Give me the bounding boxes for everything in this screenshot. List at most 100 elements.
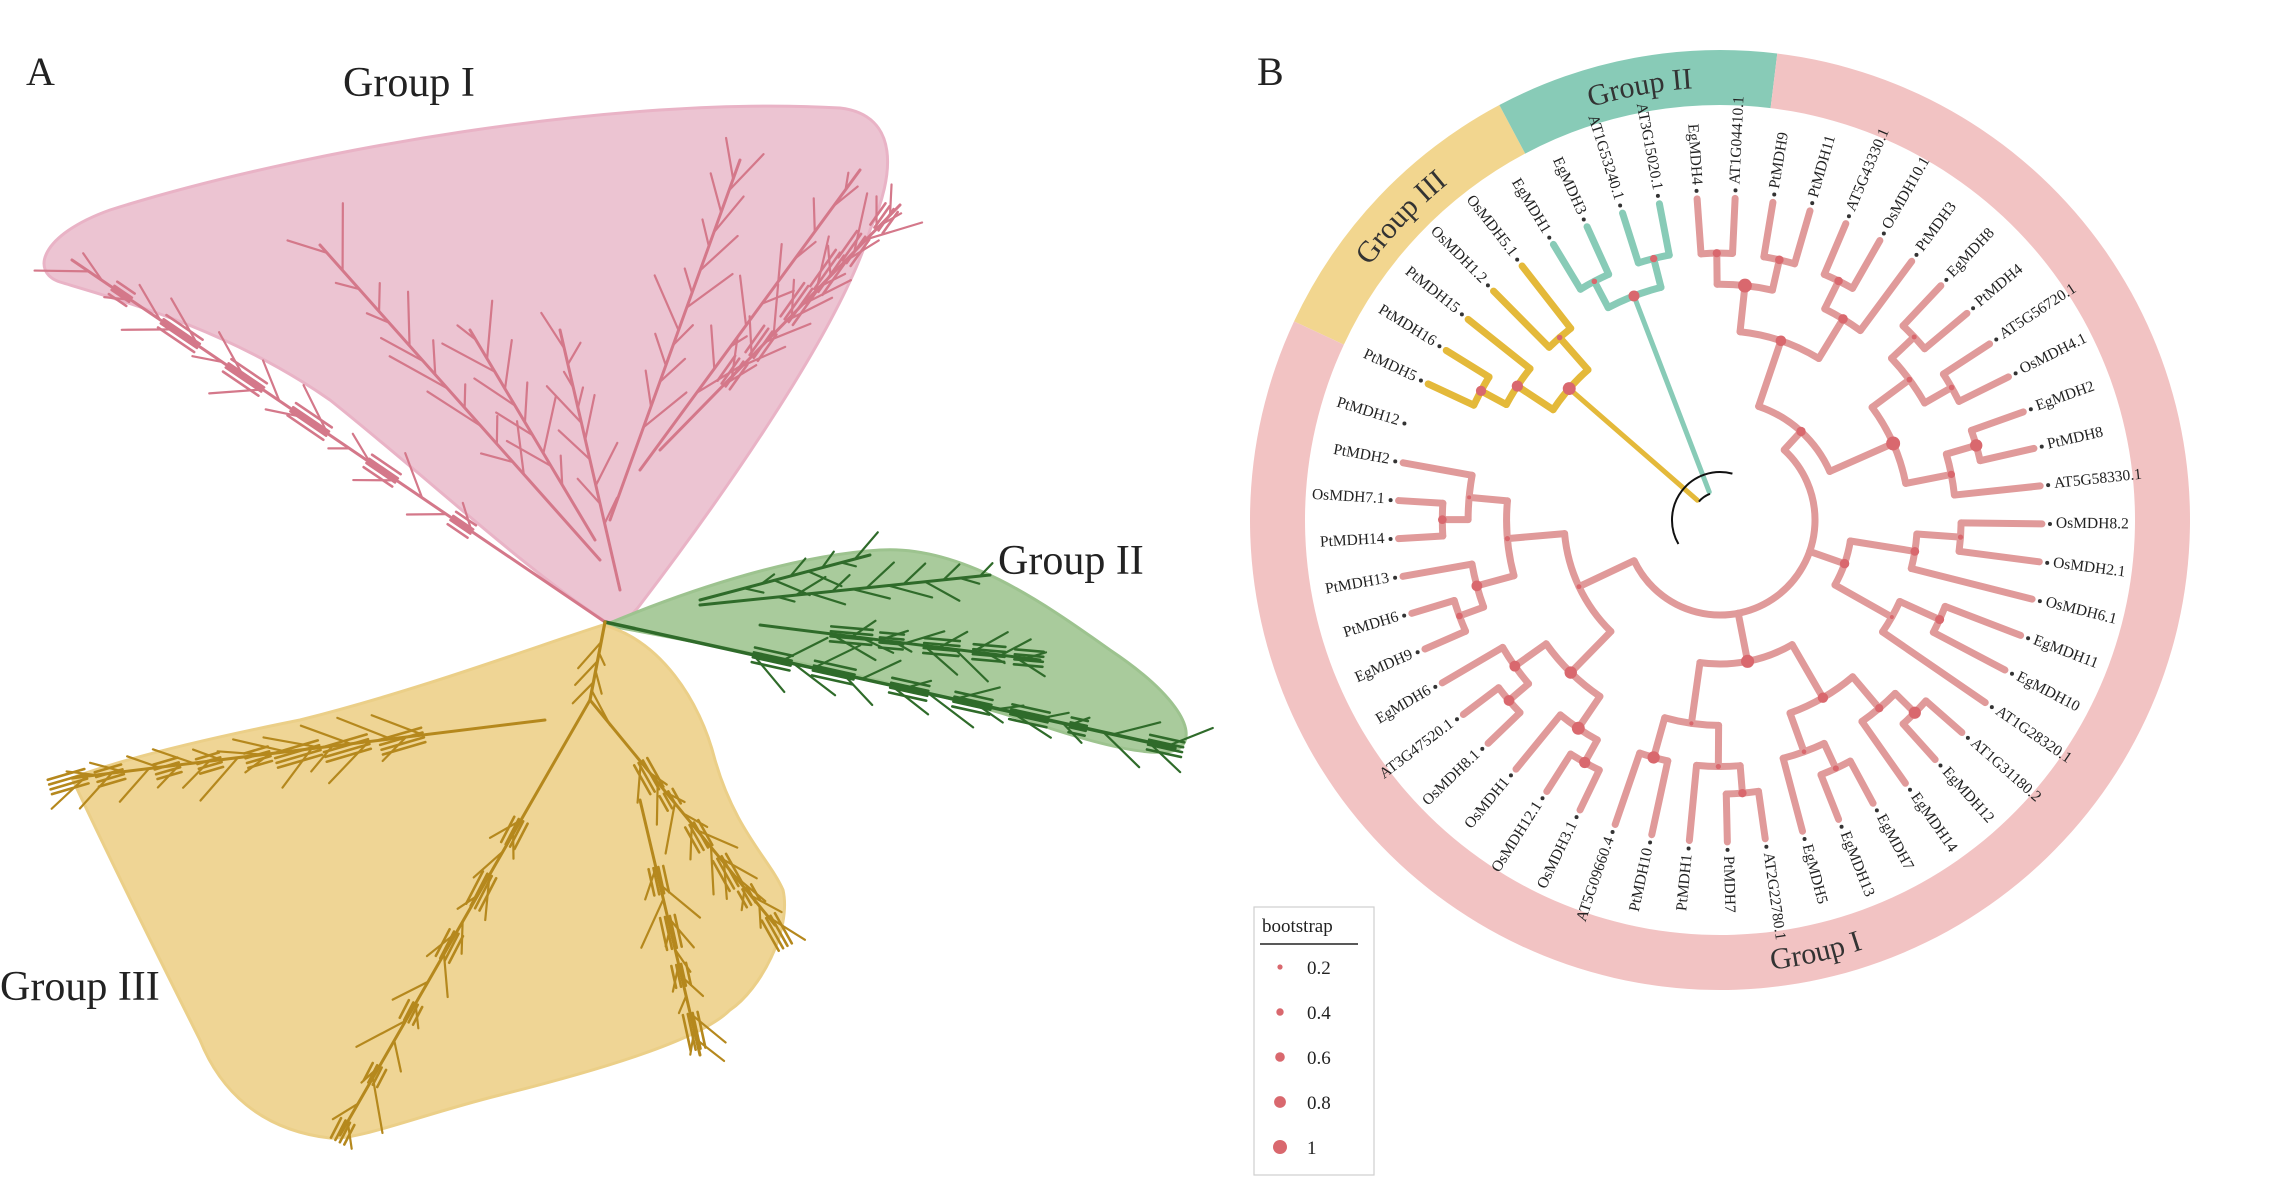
group3-twig: [640, 898, 665, 949]
group3-leaf: [469, 872, 489, 908]
group1-branch: [1438, 643, 1507, 687]
group3-twig: [151, 748, 195, 765]
group1-leaf: [873, 204, 891, 229]
panel-b-circular-tree: B Group III Group II Group I PtMDH5PtMDH…: [1250, 49, 2190, 1176]
bootstrap-node: [1775, 255, 1784, 265]
group1-branch: [1907, 565, 2036, 603]
group1-twig: [819, 272, 847, 288]
leaf-tip: [1881, 231, 1886, 236]
bootstrap-node: [1908, 706, 1921, 719]
group2-leaf: [1147, 738, 1185, 749]
group1-branch: [1913, 530, 1965, 541]
group3-twig: [281, 747, 313, 789]
group2-twig: [887, 584, 934, 599]
group2-twig: [922, 644, 959, 676]
group1-twig: [812, 197, 816, 233]
circular-tree-branches: [1395, 194, 2046, 846]
group1-twig: [334, 281, 361, 291]
leaf-label: OsMDH6.1: [2044, 593, 2119, 627]
group1-leaf: [783, 284, 810, 321]
group1-twig: [545, 385, 583, 424]
bootstrap-node: [1911, 334, 1917, 340]
group2-leaf: [971, 647, 1007, 654]
group1-twig: [653, 274, 680, 332]
leaf-label: EgMDH10: [2014, 668, 2083, 715]
bootstrap-node: [1712, 249, 1721, 258]
group1-twig: [479, 452, 515, 464]
group2-twig: [812, 644, 862, 670]
group1-branch: [1543, 750, 1575, 795]
group1-branch: [1846, 757, 1877, 807]
leaf-tip: [2047, 521, 2052, 526]
group3-twig: [655, 781, 659, 826]
group3-leaf: [338, 1121, 352, 1144]
bootstrap-node: [1576, 584, 1582, 590]
bootstrap-node: [1579, 756, 1591, 769]
group3-leaf: [637, 761, 656, 793]
legend-dot: [1277, 964, 1283, 970]
group2-twig: [927, 692, 975, 729]
group2-twig: [842, 673, 874, 707]
group2-leaf: [1013, 653, 1045, 659]
group3-twig: [262, 736, 321, 749]
leaf-tip: [2045, 560, 2050, 565]
bootstrap-node: [1475, 385, 1487, 396]
group3-leaf: [402, 1001, 415, 1022]
group1-twig: [576, 386, 585, 409]
leaf-label: EgMDH12: [1939, 764, 1998, 827]
group3-leaf: [49, 777, 89, 791]
group2-twig: [743, 587, 765, 594]
group1-twig: [523, 381, 529, 424]
group1-leaf: [454, 510, 478, 527]
group2-leaf: [829, 630, 874, 637]
group1-leaf: [787, 287, 814, 324]
group2-leaf: [954, 690, 994, 702]
leaf-label: PtMDH2: [1332, 441, 1391, 468]
group1-twig: [432, 339, 437, 376]
group3-leaf: [276, 753, 324, 769]
bootstrap-node: [1511, 380, 1523, 392]
group1-branch: [1826, 439, 1897, 475]
leaf-tip: [1944, 277, 1949, 282]
leaf-tip: [1515, 257, 1520, 262]
bootstrap-node: [1556, 334, 1563, 341]
group1-branch: [1879, 628, 1989, 707]
group1-branch: [1939, 340, 1994, 378]
group3-twig: [574, 660, 599, 687]
leaf-label: AT5G58330.1: [2053, 466, 2143, 492]
group2-leaf: [972, 642, 1007, 649]
group1-twig: [208, 388, 264, 395]
group3-leaf: [684, 961, 693, 986]
group1-twig: [503, 339, 513, 390]
leaf-label: AT5G09660.4: [1573, 834, 1618, 923]
leaf-tip: [1810, 201, 1815, 206]
group3-twig: [232, 738, 288, 753]
group1-branch: [1760, 198, 1777, 261]
leaf-label: PtMDH10: [1626, 846, 1656, 913]
leaf-tip: [1994, 337, 1999, 342]
group2-leaf: [923, 636, 962, 643]
group2-twig: [1111, 721, 1162, 736]
group2-twig: [1039, 711, 1070, 720]
group1-branch: [1755, 787, 1769, 843]
group1-twig: [286, 239, 329, 254]
group1-leaf: [370, 453, 402, 476]
leaf-tip: [1508, 773, 1513, 778]
group1-branch: [1957, 519, 2046, 528]
group1-branch: [1976, 444, 2038, 465]
group2-twig: [865, 561, 895, 589]
group1-branch: [1929, 628, 2009, 674]
group3-leaf: [499, 815, 516, 844]
group3-twig: [310, 744, 334, 773]
group1-branch: [1459, 684, 1503, 718]
group1-trunk: [608, 158, 742, 522]
group2-leaf: [922, 646, 961, 653]
leaf-tip: [1610, 830, 1615, 835]
leaf-label: PtMDH7: [1720, 856, 1738, 913]
group2-twig: [789, 557, 807, 578]
group3-leaf: [324, 742, 371, 759]
group1-twig: [603, 496, 619, 525]
group2-leaf: [1011, 703, 1051, 714]
group2-twig: [760, 573, 776, 585]
group2-leaf: [812, 664, 856, 676]
